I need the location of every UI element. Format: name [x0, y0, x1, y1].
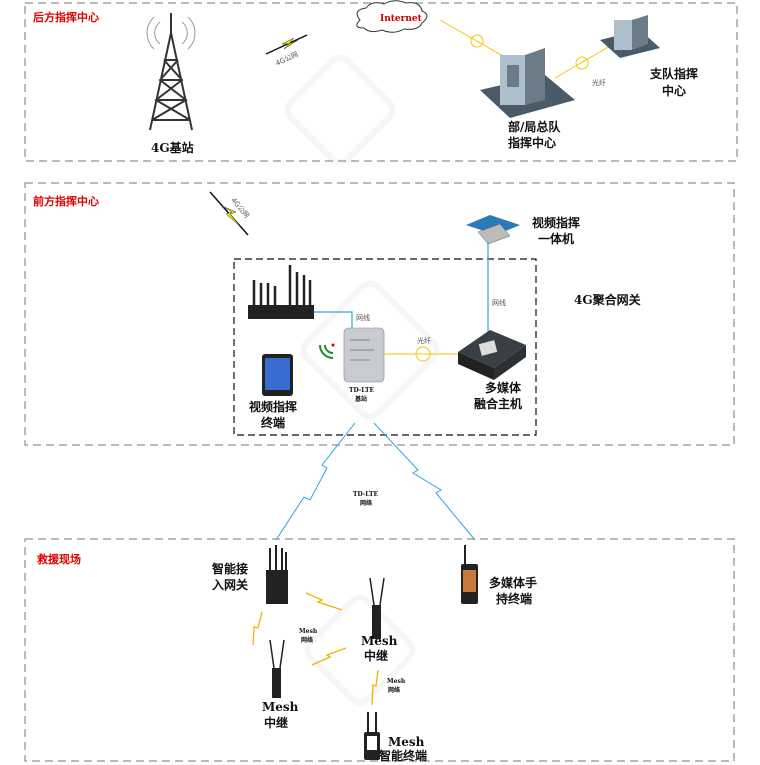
- fiber-coupler-icon: [470, 34, 484, 48]
- mesh-relay-label-2: 中继: [264, 716, 289, 730]
- smart-gateway-label-1: 智能接: [212, 562, 249, 576]
- internet-cloud-icon: [356, 0, 428, 33]
- video-unit-label-1: 视频指挥: [532, 216, 581, 230]
- video-terminal-label-1: 视频指挥: [249, 400, 298, 414]
- fusion-host-label-1: 多媒体: [485, 381, 522, 395]
- internet-label: Internet: [380, 14, 422, 24]
- cable-link: [314, 311, 353, 330]
- smart-gateway-icon: [266, 545, 288, 604]
- handheld-label-1: 多媒体手: [489, 576, 538, 590]
- handheld-terminal-icon: [461, 545, 478, 604]
- fiber-label: 光纤: [592, 79, 606, 87]
- tdlte-base-station-icon: [343, 327, 385, 383]
- fiber-coupler-icon: [415, 346, 431, 362]
- tower-label: 4G基站: [151, 141, 194, 155]
- wireless-bolt-icon: [209, 191, 249, 236]
- mesh-net-label-1: Mesh: [299, 628, 318, 635]
- fiber-coupler-icon: [575, 56, 589, 70]
- tdlte-wireless-link: [275, 422, 476, 541]
- video-command-unit-icon: [466, 215, 520, 245]
- branch-label-2: 中心: [662, 84, 687, 98]
- watermark: [284, 54, 440, 706]
- branch-label-1: 支队指挥: [650, 67, 699, 81]
- front-section-title: 前方指挥中心: [33, 195, 99, 208]
- site-section-box: [24, 538, 735, 762]
- mesh-terminal-label-1: Mesh: [388, 735, 425, 749]
- mesh-relay-label-2: 中继: [364, 649, 389, 663]
- fiber-label: 光纤: [417, 337, 431, 345]
- rear-section-title: 后方指挥中心: [33, 11, 99, 24]
- fusion-host-label-2: 融合主机: [474, 397, 523, 411]
- mesh-net-label-1b: 网络: [301, 637, 314, 644]
- tdlte-label-2: 基站: [355, 396, 368, 403]
- mesh-wireless-link: [252, 592, 379, 706]
- fiber-link: [554, 44, 613, 79]
- wireless-bolt-icon: [265, 34, 308, 55]
- fiber-link: [439, 19, 511, 61]
- video-unit-label-2: 一体机: [538, 232, 575, 246]
- tower-icon: [146, 13, 196, 131]
- mesh-terminal-icon: [364, 712, 380, 760]
- mesh-net-label-2: Mesh: [387, 678, 406, 685]
- handheld-label-2: 持终端: [496, 592, 533, 606]
- hq-label-2: 指挥中心: [508, 136, 557, 150]
- mesh-relay-icon: [369, 577, 385, 639]
- video-terminal-label-2: 终端: [261, 416, 286, 430]
- tablet-icon: [262, 354, 293, 396]
- tdlte-net-label-1: TD-LTE: [353, 491, 379, 498]
- gateway-label: 4G聚合网关: [574, 293, 641, 307]
- hq-label-1: 部/局总队: [508, 120, 561, 134]
- smart-gateway-label-2: 入网关: [212, 578, 249, 592]
- wifi-signal-icon: [319, 343, 335, 359]
- front-section-box: [24, 182, 735, 446]
- mesh-relay-label-1: Mesh: [361, 634, 398, 648]
- mesh-terminal-label-2: 智能终端: [379, 749, 428, 763]
- cable-label: 网线: [356, 314, 370, 322]
- fusion-host-icon: [458, 330, 526, 380]
- mesh-relay-label-1: Mesh: [262, 700, 299, 714]
- mesh-net-label-2b: 网络: [388, 687, 401, 694]
- branch-building-icon: [600, 15, 660, 58]
- mesh-relay-icon: [269, 639, 285, 698]
- site-section-title: 救援现场: [37, 553, 81, 566]
- router-icon: [248, 265, 314, 319]
- tdlte-label-1: TD-LTE: [349, 387, 375, 394]
- cable-label: 网线: [492, 299, 506, 307]
- hq-building-icon: [480, 48, 575, 118]
- tdlte-net-label-2: 网络: [360, 500, 373, 507]
